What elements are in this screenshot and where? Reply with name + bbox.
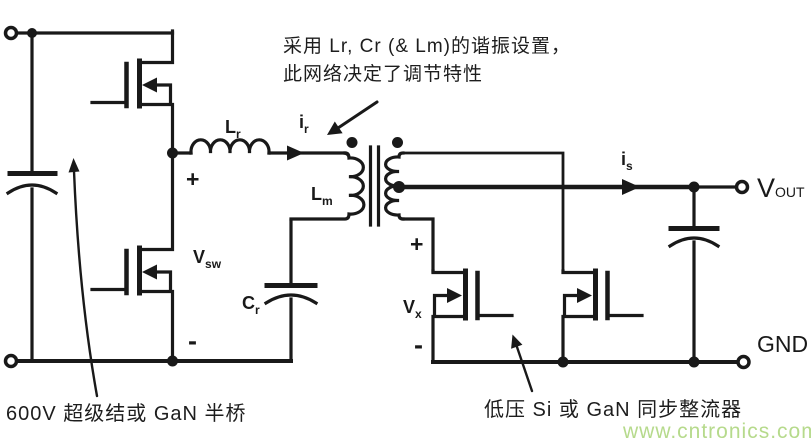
rect2-drain-bar [561, 269, 596, 275]
input-capacitor-curved-plate [5, 183, 59, 196]
sync-rectifier-right [561, 268, 644, 364]
high-side-body-connection [151, 83, 173, 106]
label-ir: ir [299, 112, 309, 136]
output-capacitor [667, 187, 721, 361]
label-vsw: Vsw [193, 247, 222, 271]
high-side-mosfet [90, 29, 175, 155]
half-bridge-note: 600V 超级结或 GaN 半桥 [6, 402, 247, 425]
rect2-source-rail-dot [557, 356, 569, 368]
label-gnd: GND [757, 331, 808, 357]
low-side-source-lead [139, 289, 175, 363]
rectifier-note: 低压 Si 或 GaN 同步整流器 [484, 398, 742, 421]
primary-winding-lm [289, 151, 366, 221]
resonant-note-arrowhead-icon [327, 121, 343, 135]
high-side-body-arrow-icon [142, 77, 157, 93]
lr-coil [189, 138, 271, 155]
label-vx: Vx [403, 297, 422, 321]
secondary-polarity-dot [392, 137, 403, 148]
low-side-body-connection [151, 270, 173, 293]
low-side-drain-lead [139, 151, 175, 252]
secondary-top-wire [401, 151, 565, 273]
label-vout: VOUT [757, 173, 805, 203]
high-side-drain-lead [139, 29, 175, 65]
resonant-inductor-lr [176, 138, 347, 155]
rect2-body-arrow-icon [577, 288, 592, 303]
rectifier-note-arrow-shaft [515, 345, 534, 393]
transformer [289, 137, 405, 227]
high-side-source-lead [139, 102, 175, 155]
sync-rectifier-left [431, 268, 514, 364]
cr-curved-plate [263, 293, 319, 306]
label-vx-plus: + [410, 231, 423, 257]
input-capacitor [5, 33, 59, 361]
input-positive-terminal [3, 25, 19, 41]
gnd-terminal [736, 354, 751, 370]
is-current-arrow-icon [622, 179, 640, 195]
rect1-source-lead [431, 314, 466, 364]
half-bridge-note-arrow-shaft [72, 169, 99, 398]
label-cr: Cr [242, 293, 260, 317]
rect2-body-connection [562, 293, 582, 318]
low-side-mosfet [90, 151, 175, 363]
primary-polarity-dot [346, 137, 358, 148]
rect2-source-lead [561, 314, 596, 364]
rect1-body-arrow-icon [447, 288, 462, 303]
watermark-text: www.cntronics.com [622, 420, 811, 443]
rect1-body-connection [432, 293, 452, 318]
resonant-note-line1: 采用 Lr, Cr (& Lm)的谐振设置， [283, 35, 571, 57]
rectifier-note-arrowhead-icon [511, 334, 523, 349]
rectifier-note-arrow [511, 334, 534, 393]
label-lr: Lr [225, 117, 241, 141]
input-rail-junction-dot [27, 28, 37, 38]
rect1-drain-bar [431, 269, 466, 275]
output-capacitor-curved-plate [667, 236, 721, 249]
low-side-source-rail-dot [167, 355, 178, 367]
resonant-capacitor-cr [263, 219, 319, 361]
label-is: is [621, 149, 633, 173]
label-lm: Lm [311, 184, 333, 208]
label-vsw-plus: + [186, 166, 199, 192]
half-bridge-note-arrow [68, 158, 99, 398]
secondary-bottom-wire [401, 217, 435, 273]
half-bridge-note-arrowhead-icon [68, 158, 80, 173]
input-negative-terminal [3, 353, 19, 369]
resonant-note-arrow [327, 100, 379, 135]
low-side-body-arrow-icon [142, 264, 157, 280]
resonant-note-line2: 此网络决定了调节特性 [283, 63, 483, 85]
label-vsw-minus: - [188, 326, 197, 356]
resonant-note-arrow-shaft [336, 100, 379, 130]
vout-terminal [734, 179, 750, 195]
ir-current-arrow-icon [287, 145, 304, 161]
label-vx-minus: - [414, 330, 423, 360]
gnd-junction-dot [688, 356, 700, 368]
